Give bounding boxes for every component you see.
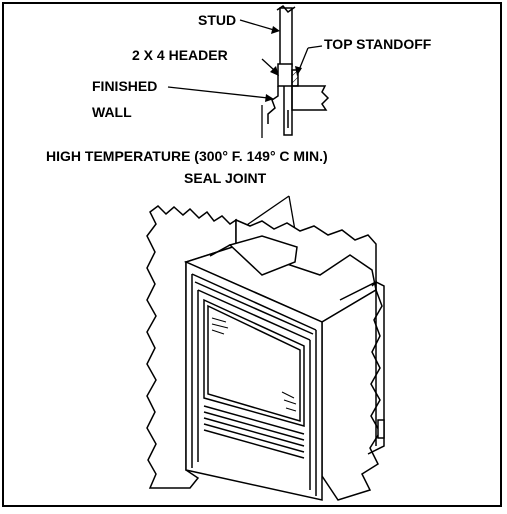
top-standoff-leader	[298, 47, 309, 71]
finished-wall-label-line1: FINISHED	[92, 78, 157, 94]
finished-wall-edge	[267, 86, 279, 124]
top-standoff	[291, 69, 299, 87]
seal-flap	[228, 235, 298, 276]
wall-section-detail	[267, 5, 330, 136]
header-block	[277, 63, 293, 87]
fireplace-main-view	[146, 205, 385, 501]
seal-joint-label-line1: HIGH TEMPERATURE (300° F. 149° C MIN.)	[46, 148, 328, 164]
stud-leader	[239, 19, 275, 31]
stud-label: STUD	[198, 12, 236, 28]
top-standoff-label: TOP STANDOFF	[324, 36, 432, 52]
fireplace-top	[291, 85, 330, 111]
header-leader	[261, 58, 275, 71]
seal-joint-label-line2: SEAL JOINT	[184, 170, 267, 186]
stud	[279, 7, 293, 67]
left-wall-section	[146, 205, 237, 489]
finished-wall-leader	[167, 86, 269, 99]
header-label: 2 X 4 HEADER	[132, 47, 228, 63]
right-wall-section	[321, 288, 383, 501]
finished-wall-label-line2: WALL	[92, 104, 132, 120]
glass-door	[203, 298, 305, 427]
